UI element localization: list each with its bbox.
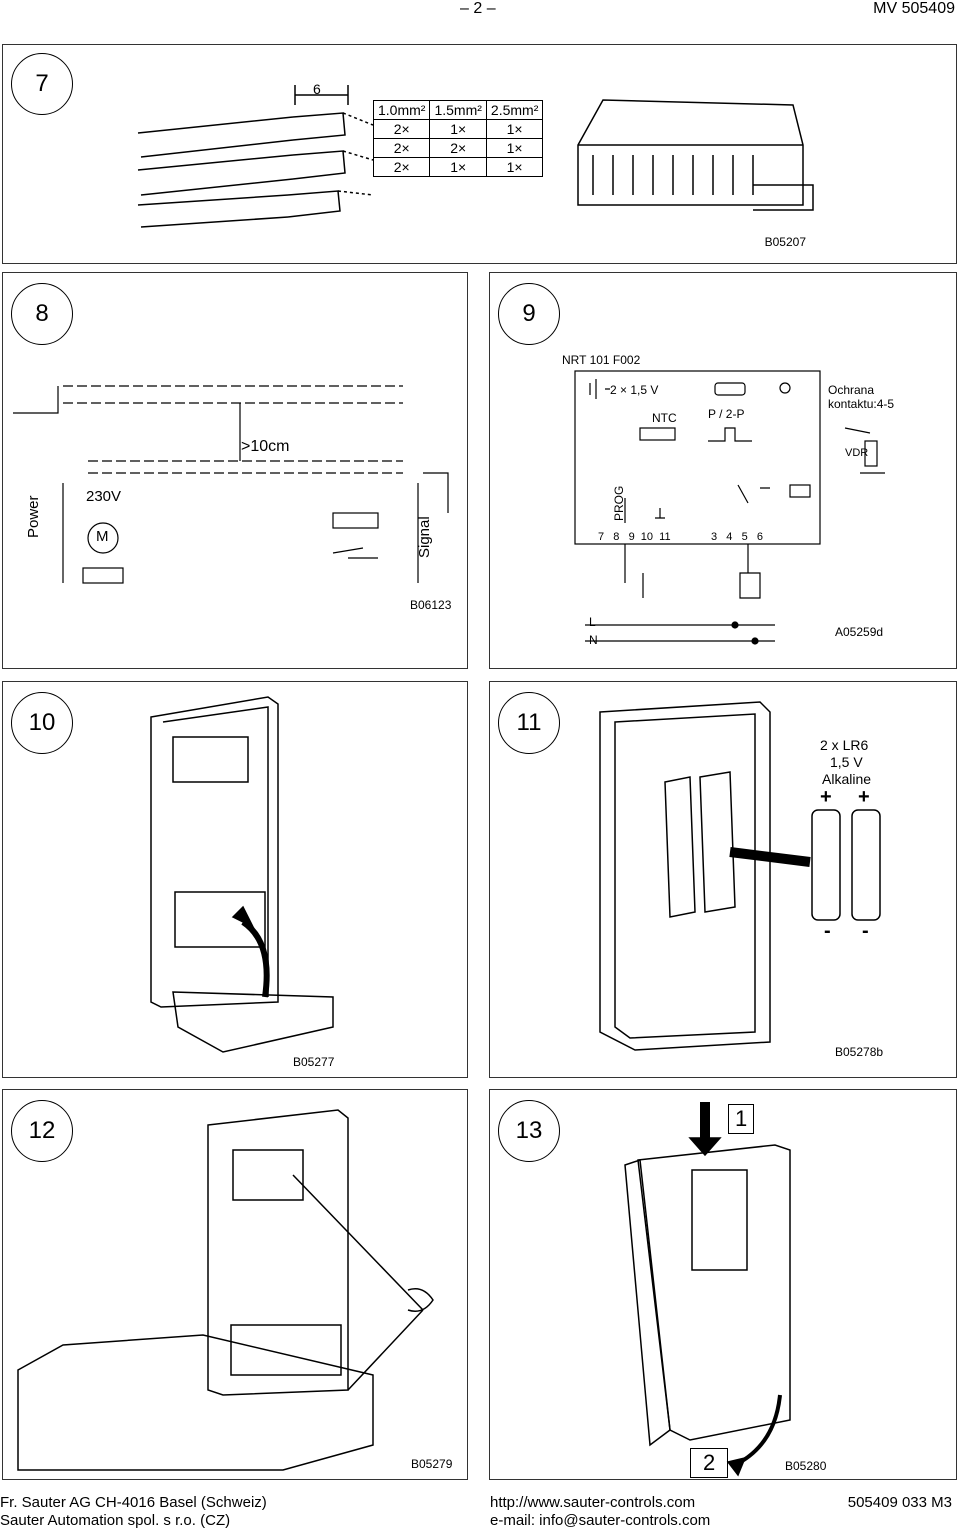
battery-type-label: 2 x LR6: [820, 737, 869, 753]
panel-12: 12 B05279: [2, 1089, 468, 1480]
p2p-label: P / 2-P: [708, 407, 745, 421]
battery-minus-label: -: [824, 920, 831, 942]
signal-label: Signal: [416, 516, 433, 558]
voltage-label: 230V: [86, 488, 122, 505]
step-number: 11: [498, 692, 560, 754]
figure-reference: B05279: [411, 1457, 453, 1471]
figure-reference: B06123: [410, 598, 452, 612]
terminals-left-label: 7 8 9 10 11: [598, 531, 671, 543]
footer-company-ch: Fr. Sauter AG CH-4016 Basel (Schweiz): [0, 1494, 267, 1511]
line-n-label: N: [589, 633, 598, 647]
figure-reference: B05207: [764, 235, 806, 249]
mounted-base-drawing: [17, 1109, 434, 1471]
table-cell: 2×: [372, 157, 431, 177]
ntc-label: NTC: [652, 411, 677, 425]
step-number: 9: [498, 283, 560, 345]
distance-label: >10cm: [241, 438, 290, 455]
footer-document-code: 505409 033 M3: [847, 1494, 952, 1511]
table-cell: 1×: [485, 157, 544, 177]
step-number: 8: [11, 283, 73, 345]
battery-label: 2 × 1,5 V: [610, 383, 659, 397]
battery-chemistry-label: Alkaline: [822, 771, 872, 787]
battery-plus-label: +: [858, 786, 870, 808]
terminal-block-drawing: [577, 99, 814, 211]
contact-protection-label: Ochrana kontaktu:4-5: [828, 383, 895, 411]
panel-13: 13 1 2 B05280: [489, 1089, 957, 1480]
figure-reference: B05280: [785, 1459, 827, 1473]
circuit-diagram: [574, 370, 885, 645]
panel-10: 10 B05277: [2, 681, 468, 1078]
vdr-label: VDR: [845, 447, 869, 459]
model-label: NRT 101 F002: [562, 353, 641, 367]
page-number: – 2 –: [460, 0, 496, 17]
line-l-label: L: [589, 615, 596, 629]
step-number: 12: [11, 1100, 73, 1162]
battery-insertion-drawing: [599, 701, 881, 1051]
step-number: 7: [11, 53, 73, 115]
footer-website-link[interactable]: http://www.sauter-controls.com: [490, 1494, 696, 1511]
motor-label: M: [96, 528, 109, 545]
panel-9: 9 NRT 101 F002 2 × 1,5 V NTC P / 2-P Och…: [489, 272, 957, 669]
battery-minus-label: -: [862, 920, 869, 942]
terminals-right-label: 3 4 5 6: [711, 531, 763, 543]
open-housing-drawing: [150, 696, 334, 1053]
figure-reference: B05278b: [835, 1045, 884, 1059]
power-label: Power: [25, 495, 42, 538]
strip-length-label: 6: [313, 81, 321, 97]
figure-reference: B05277: [293, 1055, 335, 1069]
step-number: 10: [11, 692, 73, 754]
step-1-label: 1: [728, 1104, 755, 1134]
wiring-separation-drawing: [13, 385, 449, 584]
panel-11: 11 2 x LR6 1,5 V Alkaline + + - - B05278…: [489, 681, 957, 1078]
table-cell: 1×: [429, 119, 487, 139]
closing-cover-drawing: [624, 1102, 791, 1477]
document-id: MV 505409: [873, 0, 955, 17]
footer-email-link[interactable]: e-mail: info@sauter-controls.com: [490, 1512, 711, 1529]
stripped-wires-drawing: [137, 85, 374, 228]
figure-reference: A05259d: [835, 625, 884, 639]
prog-label: PROG: [612, 485, 626, 521]
battery-plus-label: +: [820, 786, 832, 808]
panel-8: 8 >10cm 230V Power M Signal B06123: [2, 272, 468, 669]
step-number: 13: [498, 1100, 560, 1162]
step-2-label: 2: [690, 1448, 729, 1478]
footer-company-cz: Sauter Automation spol. s r.o. (CZ): [0, 1512, 231, 1529]
battery-voltage-label: 1,5 V: [830, 754, 863, 770]
